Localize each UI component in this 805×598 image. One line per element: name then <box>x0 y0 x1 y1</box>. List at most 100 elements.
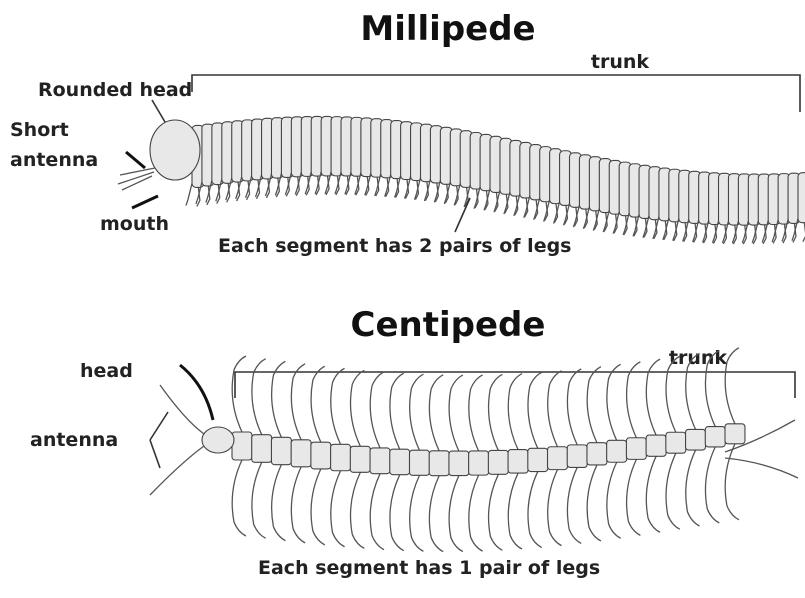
millipede-legs-label: Each segment has 2 pairs of legs <box>218 235 572 257</box>
millipede-antenna-label-line1: Short <box>10 119 69 141</box>
centipede-leg <box>489 374 503 450</box>
centipede-segment <box>449 451 469 475</box>
millipede-leg <box>186 183 192 205</box>
centipede-segment <box>705 427 725 447</box>
centipede-segment <box>626 438 646 460</box>
centipede-leg <box>449 375 463 451</box>
centipede-segment <box>390 449 410 474</box>
centipede-segment <box>350 446 370 472</box>
centipede-leg <box>627 459 641 535</box>
centipede-legs-label: Each segment has 1 pair of legs <box>258 557 600 579</box>
centipede-leg <box>370 474 384 550</box>
centipede-antenna-label: antenna <box>30 429 118 451</box>
centipede-leg <box>548 470 562 546</box>
millipede-head-label: Rounded head <box>38 79 192 101</box>
centipede-leg <box>489 474 503 550</box>
centipede-leg <box>232 460 246 536</box>
millipede-legs-pointer <box>455 198 470 232</box>
centipede-leg <box>351 370 365 446</box>
millipede-trunk-label: trunk <box>591 51 650 73</box>
centipede-section: Centipede trunk head antenna Each segmen… <box>30 305 798 579</box>
millipede-mouth-pointer <box>132 196 158 208</box>
centipede-segment <box>607 440 627 462</box>
centipede-segment <box>686 429 706 450</box>
centipede-leg <box>627 362 641 438</box>
centipede-segment <box>508 450 528 474</box>
centipede-leg <box>528 472 542 548</box>
centipede-leg <box>528 372 542 448</box>
centipede-leg <box>646 456 660 532</box>
centipede-leg <box>567 369 581 445</box>
centipede-segment <box>666 432 686 453</box>
millipede-title: Millipede <box>360 9 535 49</box>
centipede-leg <box>548 371 562 447</box>
centipede-segment <box>429 451 449 476</box>
centipede-leg <box>272 465 286 541</box>
millipede-head <box>150 120 200 180</box>
centipede-leg <box>508 374 522 450</box>
millipede-trunk-bracket <box>192 75 800 112</box>
centipede-leg <box>607 462 621 538</box>
centipede-segment <box>488 450 508 474</box>
centipede-leg <box>390 475 404 551</box>
centipede-leg <box>429 375 443 451</box>
centipede-segment <box>587 443 607 465</box>
millipede-head-pointer <box>152 100 165 122</box>
millipede-antenna-label-line2: antenna <box>10 149 98 171</box>
millipede-mouth-label: mouth <box>100 213 169 235</box>
centipede-leg <box>252 359 266 435</box>
centipede-segment <box>548 447 568 470</box>
centipede-segment <box>370 448 390 474</box>
centipede-segment <box>528 448 548 471</box>
centipede-leg <box>291 467 305 543</box>
centipede-leg <box>666 453 680 529</box>
centipede-head-label: head <box>80 360 133 382</box>
centipede-leg <box>252 462 266 538</box>
centipede-segment <box>252 435 272 463</box>
millipede-antenna <box>118 168 155 190</box>
centipede-leg <box>725 348 739 424</box>
centipede-leg <box>331 368 345 444</box>
millipede-segment <box>798 173 805 223</box>
centipede-trunk-bracket <box>235 372 795 398</box>
centipede-leg <box>567 467 581 543</box>
centipede-segment <box>725 424 745 444</box>
centipede-segment <box>331 444 351 470</box>
centipede-leg <box>587 367 601 443</box>
millipede-section: Millipede trunk Rounded head Short anten… <box>10 9 805 257</box>
centipede-antennae <box>150 385 204 495</box>
millipede-antenna-pointer <box>126 152 145 168</box>
centipede-segment <box>291 440 311 467</box>
centipede-title: Centipede <box>351 305 546 345</box>
centipede-leg <box>469 375 483 451</box>
centipede-segment <box>469 451 489 475</box>
centipede-leg <box>370 372 384 448</box>
centipede-leg <box>429 476 443 552</box>
centipede-segment <box>232 432 252 460</box>
centipede-leg <box>646 359 660 435</box>
centipede-leg <box>607 364 621 440</box>
millipede-body <box>186 116 805 244</box>
centipede-leg <box>311 469 325 545</box>
centipede-leg <box>508 473 522 549</box>
centipede-antenna-pointer <box>150 412 168 468</box>
centipede-leg <box>410 374 424 450</box>
centipede-leg <box>469 475 483 551</box>
centipede-leg <box>587 465 601 541</box>
centipede-leg <box>705 447 719 523</box>
centipede-leg <box>725 444 739 520</box>
centipede-head <box>202 427 234 453</box>
centipede-leg <box>390 373 404 449</box>
centipede-segment <box>409 450 429 475</box>
centipede-segment <box>646 435 666 456</box>
centipede-leg <box>331 471 345 547</box>
centipede-segment <box>567 445 587 468</box>
centipede-leg <box>410 475 424 551</box>
centipede-leg <box>291 364 305 440</box>
centipede-leg <box>449 476 463 552</box>
centipede-leg <box>311 366 325 442</box>
centipede-segment <box>311 442 331 469</box>
centipede-segment <box>271 437 291 464</box>
centipede-leg <box>686 450 700 526</box>
